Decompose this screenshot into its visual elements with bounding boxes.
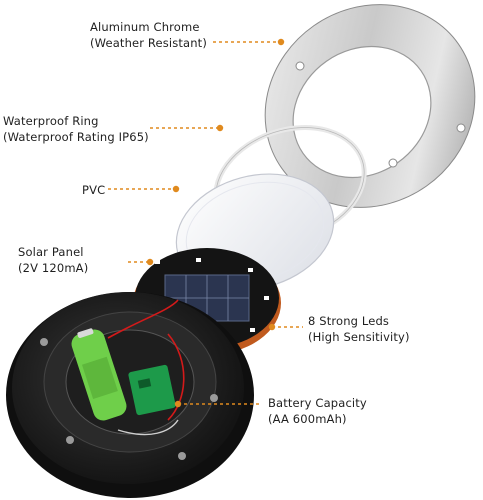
label-aluminum-chrome-title: Aluminum Chrome xyxy=(90,20,200,34)
label-aluminum-chrome-note: (Weather Resistant) xyxy=(90,36,207,50)
aluminum-chrome-ring xyxy=(264,4,476,208)
leader-lines xyxy=(108,41,303,405)
label-battery-capacity-title: Battery Capacity xyxy=(268,396,367,410)
label-pvc-title: PVC xyxy=(82,183,106,197)
aa-battery xyxy=(71,328,127,421)
label-pvc: PVC xyxy=(82,182,105,198)
led xyxy=(264,296,269,300)
led xyxy=(155,260,160,264)
label-aluminum-chrome: Aluminum Chrome (Weather Resistant) xyxy=(90,19,207,51)
label-strong-leds-title: 8 Strong Leds xyxy=(308,314,390,328)
led xyxy=(196,258,201,262)
label-solar-panel: Solar Panel (2V 120mA) xyxy=(18,244,88,276)
led xyxy=(248,268,253,272)
label-waterproof-ring-title: Waterproof Ring xyxy=(3,114,99,128)
label-waterproof-ring-note: (Waterproof Rating IP65) xyxy=(3,130,149,144)
label-solar-panel-note: (2V 120mA) xyxy=(18,261,89,275)
base-housing xyxy=(6,292,254,498)
label-strong-leds-note: (High Sensitivity) xyxy=(308,330,410,344)
pcb-board xyxy=(128,364,176,416)
leader-dots xyxy=(146,38,285,408)
label-battery-capacity: Battery Capacity (AA 600mAh) xyxy=(268,395,367,427)
label-waterproof-ring: Waterproof Ring (Waterproof Rating IP65) xyxy=(3,113,149,145)
label-strong-leds: 8 Strong Leds (High Sensitivity) xyxy=(308,313,410,345)
label-solar-panel-title: Solar Panel xyxy=(18,245,84,259)
led xyxy=(250,328,255,332)
label-battery-capacity-note: (AA 600mAh) xyxy=(268,412,347,426)
